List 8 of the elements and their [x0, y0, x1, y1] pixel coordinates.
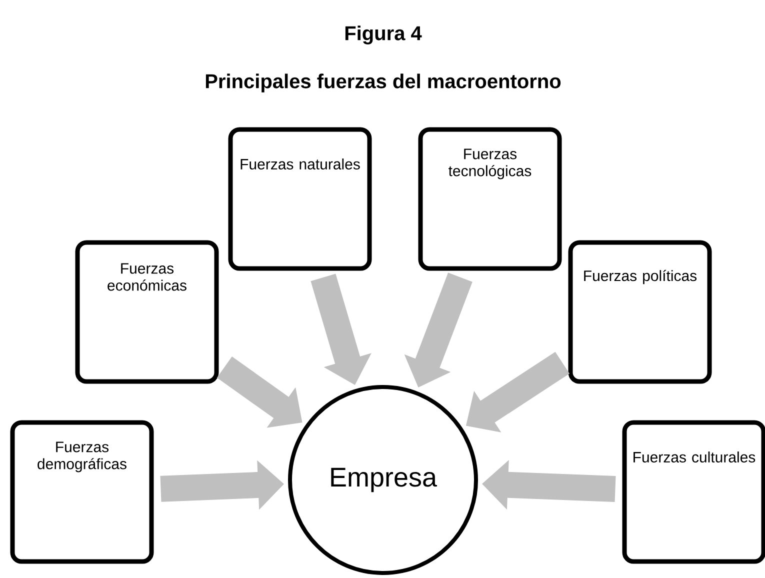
- subtitle: Principales fuerzas del macroentorno: [206, 74, 561, 92]
- force-box: Fuerzas culturales: [622, 420, 765, 564]
- force-box: Fuerzas demográficas: [10, 420, 154, 564]
- force-box: Fuerzas naturales: [228, 127, 372, 271]
- force-box: Fuerzas tecnológicas: [418, 127, 562, 271]
- title: Figura 4: [345, 26, 422, 44]
- force-box: Fuerzas políticas: [568, 240, 712, 384]
- force-box: Fuerzas económicas: [75, 240, 219, 384]
